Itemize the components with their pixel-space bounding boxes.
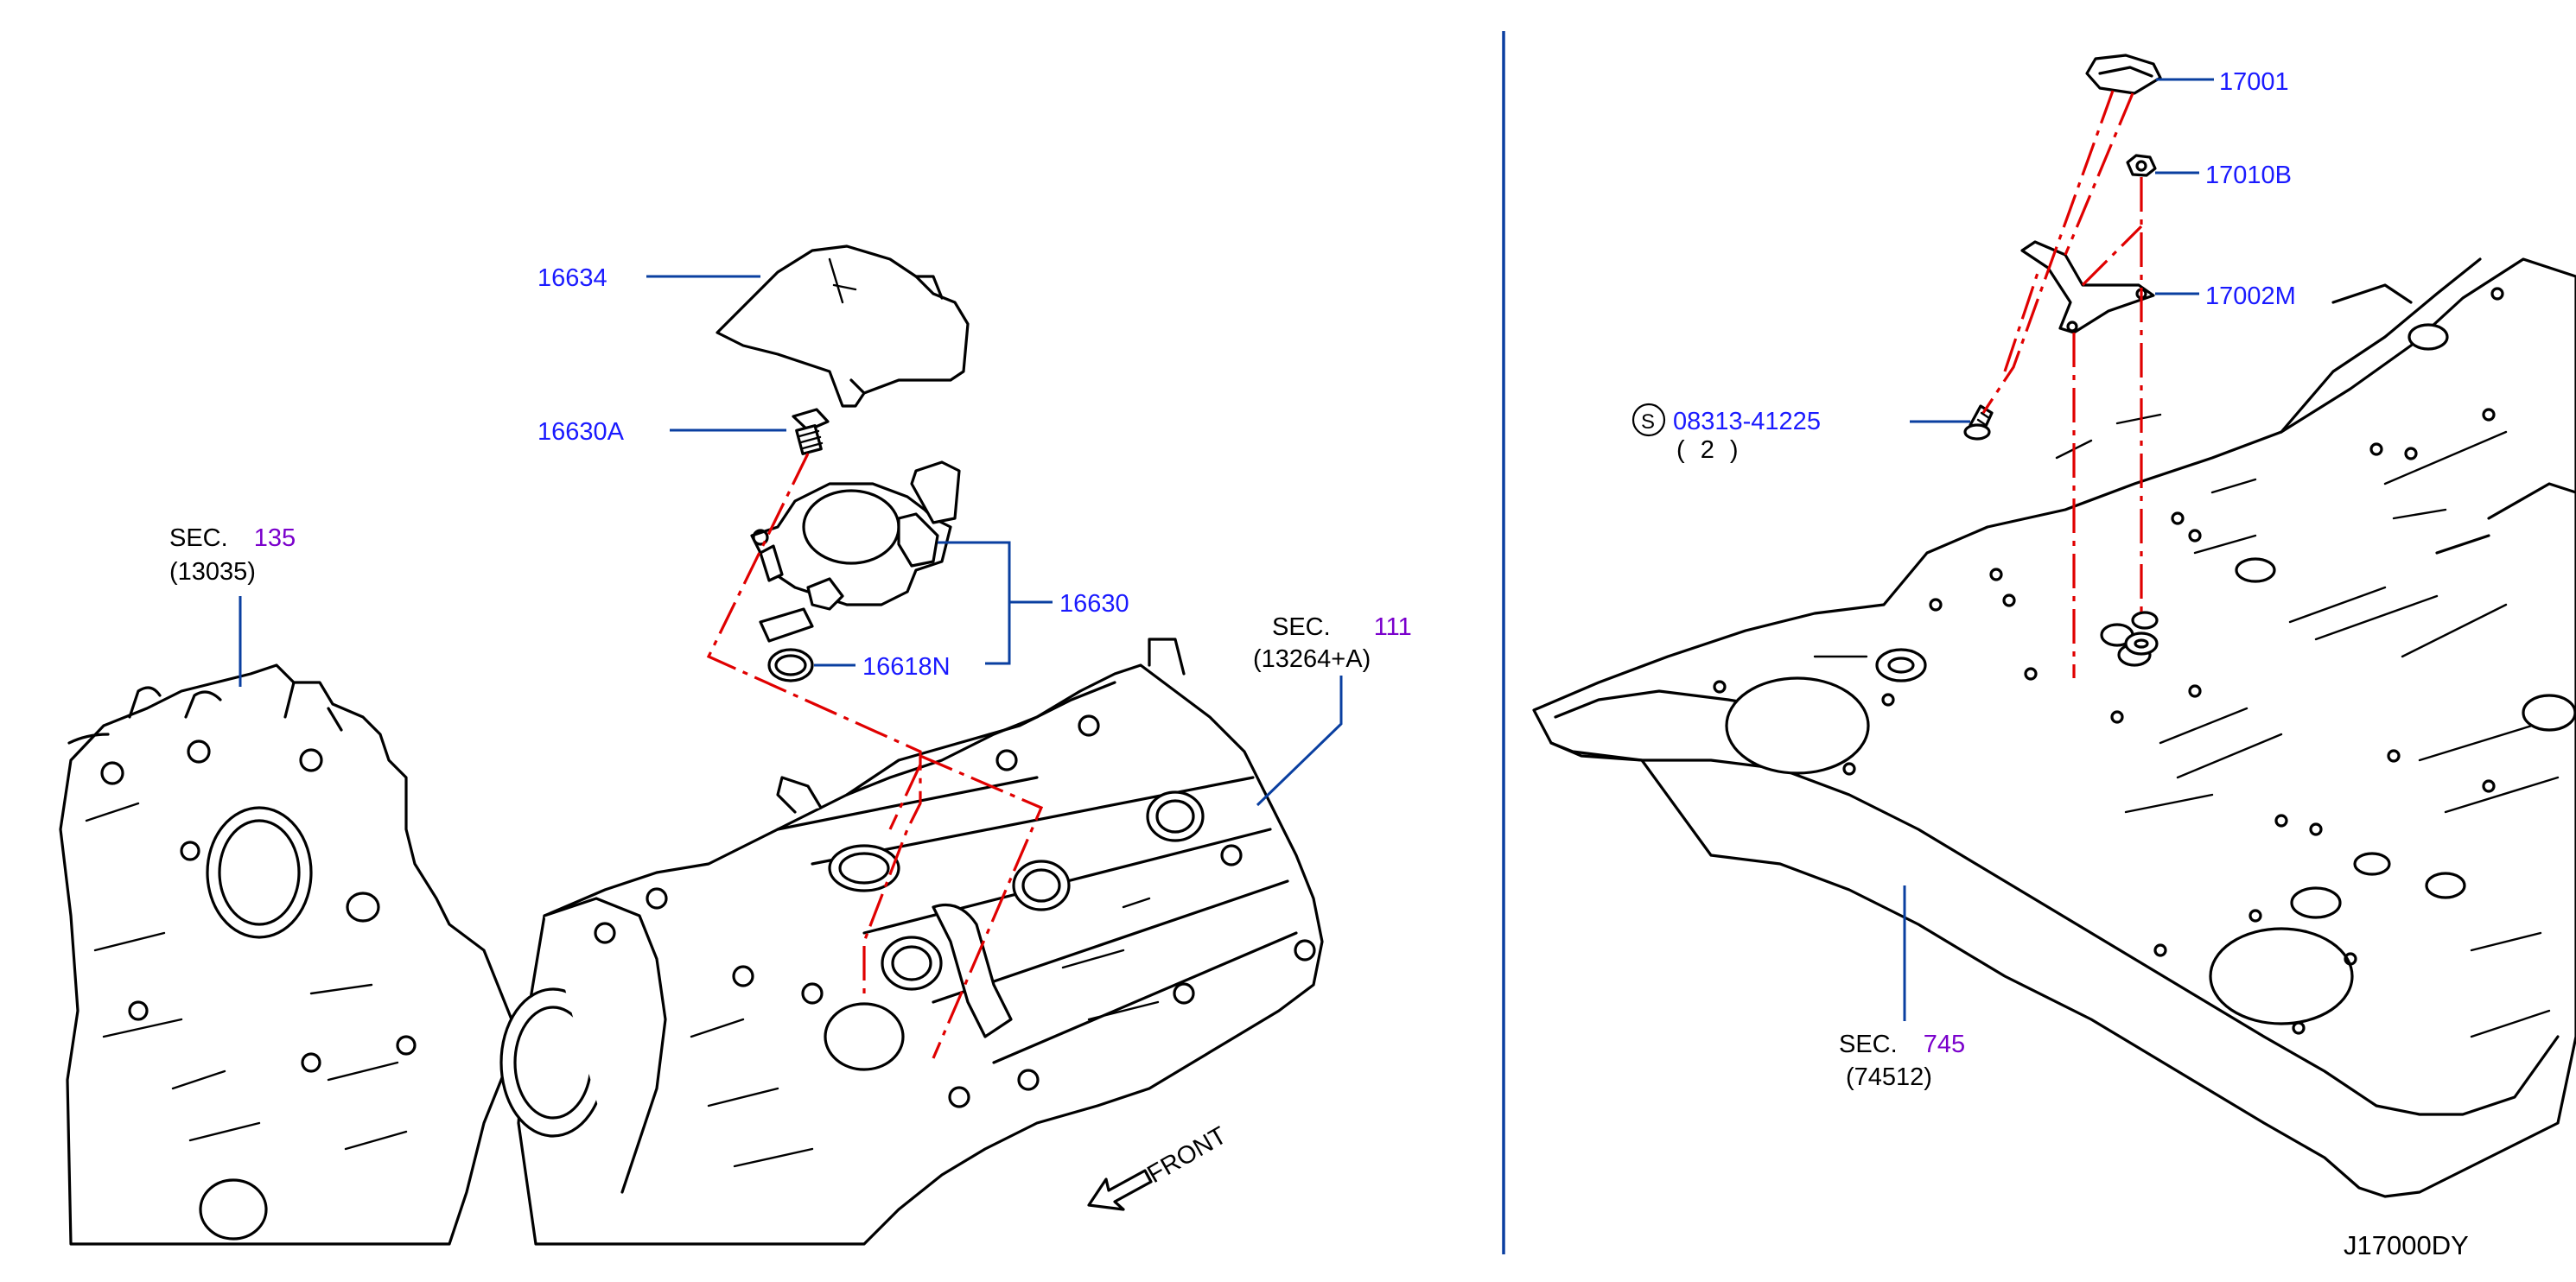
part-label-17001: 17001 — [2219, 68, 2289, 96]
high-pressure-pump-cover-drawing — [716, 244, 970, 408]
assembly-line-right — [1981, 90, 2143, 678]
part-qty-08313-41225: ( 2 ) — [1676, 436, 1739, 464]
sec111-code: (13264+A) — [1253, 645, 1371, 673]
part-label-16630A: 16630A — [537, 418, 625, 446]
sec135-label: SEC.135 — [169, 524, 296, 552]
s-symbol-icon — [1631, 403, 1666, 437]
leader-16630 — [938, 541, 1053, 665]
part-label-08313-41225: 08313-41225 — [1673, 408, 1821, 435]
o-ring-drawing — [767, 648, 814, 682]
s-symbol-letter: S — [1641, 410, 1655, 434]
sec745-label: SEC.745 — [1839, 1031, 1965, 1058]
engine-cylinder-head-drawing — [499, 638, 1324, 1246]
nut-drawing — [2126, 154, 2157, 177]
diagram-code: J17000DY — [2344, 1230, 2469, 1260]
oil-filler-cap-drawing — [2085, 54, 2162, 95]
assembly-line-left — [706, 453, 1044, 1059]
sec111-label: SEC.111 — [1272, 613, 1412, 641]
part-label-17002M: 17002M — [2205, 282, 2296, 310]
sec745-code: (74512) — [1846, 1063, 1932, 1091]
high-pressure-pump-drawing — [750, 460, 961, 643]
mounting-bolt-drawing — [792, 408, 830, 455]
front-label: FRONT — [1143, 1121, 1232, 1189]
part-label-16634: 16634 — [537, 264, 607, 292]
engine-timing-cover-drawing — [59, 663, 520, 1246]
part-label-16618N: 16618N — [862, 653, 951, 681]
engine-undercover-drawing — [1532, 257, 2576, 1198]
part-label-16630: 16630 — [1059, 590, 1129, 618]
sec135-code: (13035) — [169, 558, 256, 586]
grommet-drawing — [2124, 611, 2159, 656]
front-arrow-icon — [1087, 1169, 1153, 1211]
screw-drawing — [1963, 404, 1994, 441]
leader-sec111 — [1256, 676, 1343, 807]
part-label-17010B: 17010B — [2205, 162, 2292, 189]
